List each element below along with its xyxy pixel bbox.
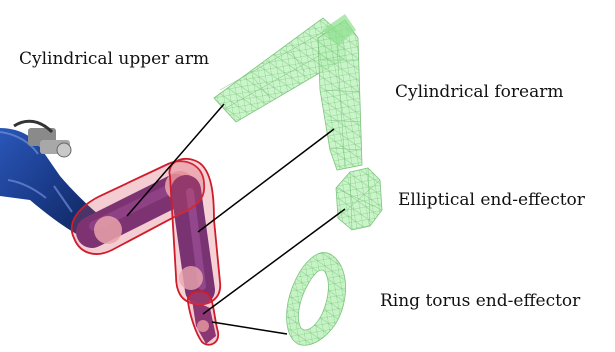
- label-elliptical-end-effector: Elliptical end-effector: [398, 192, 585, 209]
- ring-torus-end-effector-mesh: [287, 253, 346, 346]
- label-ring-torus-end-effector: Ring torus end-effector: [380, 293, 580, 310]
- forearm-mesh: [318, 14, 362, 170]
- elliptical-end-effector-mesh: [336, 168, 382, 230]
- leader-line-torus: [212, 322, 287, 334]
- forearm-hull: [169, 159, 220, 304]
- label-cylindrical-forearm: Cylindrical forearm: [395, 84, 563, 101]
- label-cylindrical-upper-arm: Cylindrical upper arm: [19, 51, 209, 68]
- leader-line-forearm: [198, 129, 334, 232]
